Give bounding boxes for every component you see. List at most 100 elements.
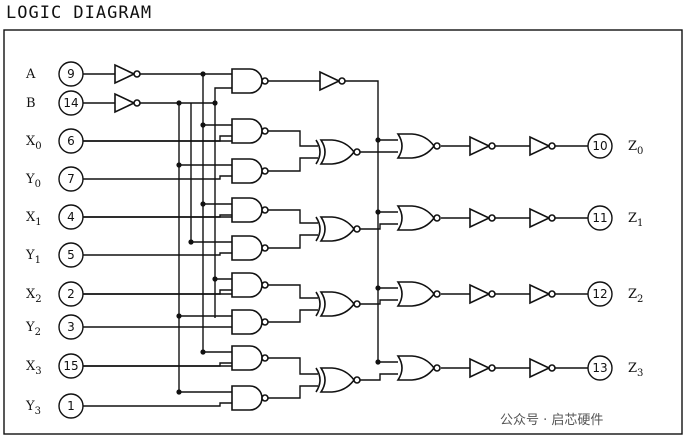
xnor-gate	[319, 367, 355, 393]
output-pin-circle	[587, 205, 613, 231]
xor-back-curve	[315, 291, 321, 317]
inverter-gate	[469, 283, 491, 305]
junctions	[176, 71, 381, 395]
output-pin-circle	[587, 281, 613, 307]
input-pin-number: 4	[67, 210, 75, 224]
input-pin-circle	[58, 393, 84, 419]
output-pin-circle	[587, 133, 613, 159]
junction-dot	[212, 100, 218, 106]
input-pin-number: 6	[67, 134, 75, 148]
wire	[268, 234, 318, 249]
inverter-bubble	[488, 290, 496, 298]
junction-dot	[200, 201, 206, 207]
input-label: A	[25, 67, 36, 82]
diagram-title: LOGIC DIAGRAM	[6, 3, 153, 23]
inverter-bubble	[353, 376, 361, 384]
inverter-bubble	[488, 214, 496, 222]
output-pin-number: 13	[592, 361, 607, 375]
junction-dot	[375, 285, 381, 291]
inverter-gate	[114, 92, 136, 114]
input-label: Y0	[25, 172, 41, 190]
inverter-bubble	[548, 290, 556, 298]
input-label: Y3	[25, 399, 41, 417]
nand-gate	[231, 197, 263, 223]
nand-gate	[231, 68, 263, 94]
xor-back-curve	[315, 367, 321, 393]
input-pin-number: 2	[67, 287, 75, 301]
inverter-bubble	[353, 148, 361, 156]
output-label: Z3	[628, 361, 643, 379]
input-pin-circle	[58, 281, 84, 307]
inverter-bubble	[488, 364, 496, 372]
input-label: B	[26, 96, 36, 111]
input-label: X3	[26, 359, 42, 377]
input-pin-circle	[58, 204, 84, 230]
output-label: Z2	[628, 287, 643, 305]
input-pin-circle	[58, 90, 84, 116]
wire	[345, 80, 379, 363]
input-pin-circle	[58, 128, 84, 154]
inverter-bubble	[133, 99, 141, 107]
input-pin-number: 14	[63, 96, 78, 110]
wire	[268, 157, 318, 172]
inverter-gate	[529, 207, 551, 229]
inverter-gate	[469, 207, 491, 229]
output-pin-number: 12	[592, 287, 607, 301]
input-pin-circle	[58, 61, 84, 87]
input-pin-circle	[58, 166, 84, 192]
input-pin-circle	[58, 242, 84, 268]
inverter-gate	[319, 70, 341, 92]
inverter-bubble	[261, 77, 269, 85]
output-label: Z1	[628, 211, 643, 229]
junction-dot	[176, 162, 182, 168]
input-pin-number: 7	[67, 172, 75, 186]
inverter-bubble	[261, 127, 269, 135]
diagram-frame	[3, 29, 683, 435]
wires	[3, 29, 683, 435]
inverter-gate	[529, 283, 551, 305]
input-label: X0	[26, 134, 42, 152]
wire	[83, 252, 232, 256]
inverter-gate	[469, 135, 491, 157]
junction-dot	[200, 122, 206, 128]
inverter-bubble	[261, 318, 269, 326]
nor-gate	[396, 355, 435, 381]
junction-dot	[200, 71, 206, 77]
junction-dot	[375, 137, 381, 143]
inverter-bubble	[353, 225, 361, 233]
gates	[58, 61, 613, 419]
nor-gate	[396, 133, 435, 159]
inverter-gate	[469, 357, 491, 379]
wire	[360, 223, 398, 230]
wire	[83, 402, 232, 407]
xor-back-curve	[315, 216, 321, 242]
inverter-bubble	[433, 290, 441, 298]
nand-gate	[231, 345, 263, 371]
input-label: X2	[26, 287, 42, 305]
xnor-gate	[319, 291, 355, 317]
wire	[83, 135, 232, 142]
junction-dot	[176, 389, 182, 395]
junction-dot	[176, 313, 182, 319]
inverter-bubble	[261, 281, 269, 289]
junction-dot	[375, 359, 381, 365]
input-label: Y1	[25, 248, 41, 266]
nor-gate	[396, 281, 435, 307]
wire	[268, 130, 318, 147]
wire	[83, 175, 232, 180]
nor-gate	[396, 205, 435, 231]
junction-dot	[375, 209, 381, 215]
nand-gate	[231, 118, 263, 144]
junction-dot	[200, 349, 206, 355]
input-pin-number: 15	[63, 359, 78, 373]
inverter-gate	[529, 357, 551, 379]
wire	[268, 209, 318, 224]
inverter-bubble	[261, 354, 269, 362]
wire	[268, 309, 318, 323]
input-pin-number: 9	[67, 67, 75, 81]
inverter-bubble	[433, 364, 441, 372]
output-pin-number: 10	[592, 139, 607, 153]
output-label: Z0	[628, 139, 643, 157]
input-pin-number: 1	[67, 399, 75, 413]
inverter-bubble	[433, 142, 441, 150]
